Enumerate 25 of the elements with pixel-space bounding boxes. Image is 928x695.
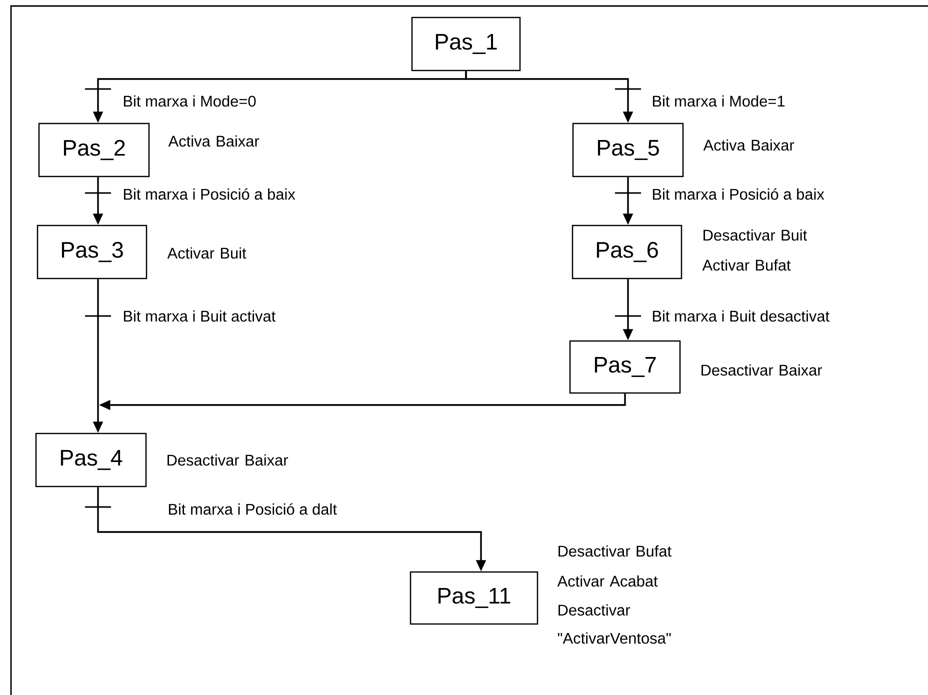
edge-label: Bit marxa i Mode=1 [650, 94, 787, 108]
step-box: Pas_2 [38, 122, 150, 178]
action-label: Desactivar Buit [704, 229, 807, 241]
edge-label: Bit marxa i Mode=0 [121, 94, 258, 108]
step-box: Pas_11 [410, 571, 538, 625]
edge-label: Bit marxa i Posició a baix [121, 186, 297, 202]
action-label: Activar Bufat [702, 259, 791, 271]
action-label: Activar Acabat [557, 575, 658, 587]
action-label: Activa Baixar [168, 135, 260, 147]
action-label: Desactivar Bufat [558, 545, 672, 557]
action-label: Activar Buit [167, 247, 246, 259]
action-label: Activa Baixar [703, 139, 794, 151]
step-box: Pas_5 [572, 122, 684, 178]
step-box: Pas_3 [36, 224, 148, 280]
action-label: Desactivar "ActivarVentosa" [558, 604, 671, 644]
edge-label: Bit marxa i Posició a baix [650, 186, 826, 202]
step-box: Pas_7 [569, 340, 681, 394]
edge-label: Bit marxa i Posició a dalt [166, 502, 338, 516]
step-box: Pas_1 [411, 16, 521, 72]
step-box: Pas_4 [35, 432, 147, 488]
action-label: Desactivar Baixar [168, 454, 288, 466]
action-label: Desactivar Baixar [702, 364, 822, 376]
step-box: Pas_6 [572, 224, 682, 280]
edge-label: Bit marxa i Buit activat [121, 308, 278, 324]
edge-label: Bit marxa i Buit desactivat [650, 308, 831, 324]
